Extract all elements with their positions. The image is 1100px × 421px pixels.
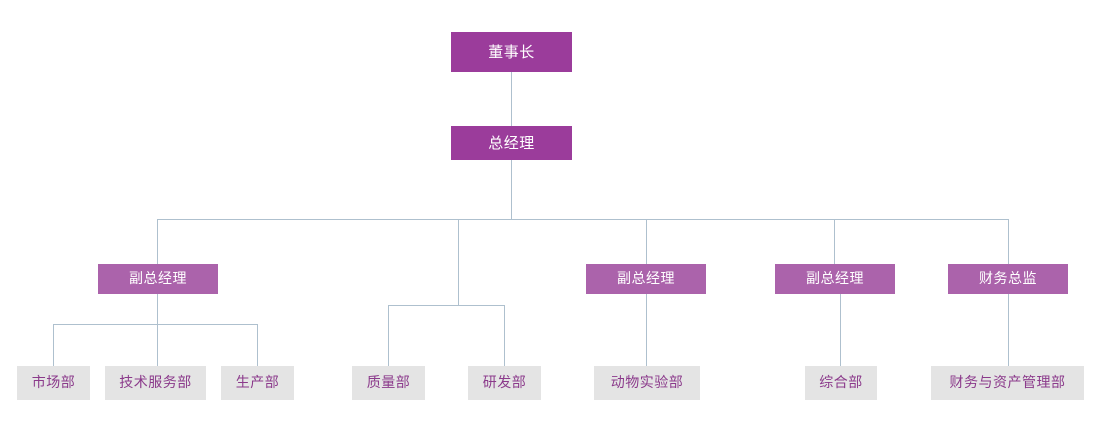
node-deputy-gm-1[interactable]: 副总经理: [98, 264, 218, 294]
node-quality-dept[interactable]: 质量部: [352, 366, 425, 400]
node-animal-lab-dept[interactable]: 动物实验部: [594, 366, 700, 400]
connector-branch2-to-rd: [504, 305, 505, 366]
node-chairman[interactable]: 董事长: [451, 32, 572, 72]
connector-drop-deputy-4: [834, 219, 835, 264]
connector-drop-finance-director: [1008, 219, 1009, 264]
connector-level3-bus: [157, 219, 1009, 220]
node-marketing-dept[interactable]: 市场部: [17, 366, 90, 400]
node-general-affairs-dept[interactable]: 综合部: [805, 366, 877, 400]
connector-drop-deputy-3: [646, 219, 647, 264]
connector-drop-deputy-1: [157, 219, 158, 264]
node-general-manager[interactable]: 总经理: [451, 126, 572, 160]
connector-branch2-to-quality: [388, 305, 389, 366]
connector-deputy1-to-production: [257, 324, 258, 366]
connector-deputy1-bus: [53, 324, 258, 325]
connector-branch2-bus: [388, 305, 504, 306]
node-production-dept[interactable]: 生产部: [221, 366, 294, 400]
connector-deputy4-to-general-affairs: [840, 294, 841, 366]
node-rd-dept[interactable]: 研发部: [468, 366, 541, 400]
node-tech-service-dept[interactable]: 技术服务部: [105, 366, 206, 400]
connector-finance-director-to-dept: [1008, 294, 1009, 366]
connector-drop-branch-2: [458, 219, 459, 305]
node-deputy-gm-2[interactable]: 副总经理: [586, 264, 706, 294]
connector-deputy1-to-marketing: [53, 324, 54, 366]
connector-deputy1-to-tech-service: [157, 324, 158, 366]
connector-chairman-to-gm: [511, 72, 512, 126]
node-finance-asset-dept[interactable]: 财务与资产管理部: [931, 366, 1084, 400]
connector-deputy1-stem: [157, 294, 158, 324]
connector-gm-trunk: [511, 160, 512, 219]
node-finance-director[interactable]: 财务总监: [948, 264, 1068, 294]
connector-deputy3-to-animal-lab: [646, 294, 647, 366]
node-deputy-gm-3[interactable]: 副总经理: [775, 264, 895, 294]
